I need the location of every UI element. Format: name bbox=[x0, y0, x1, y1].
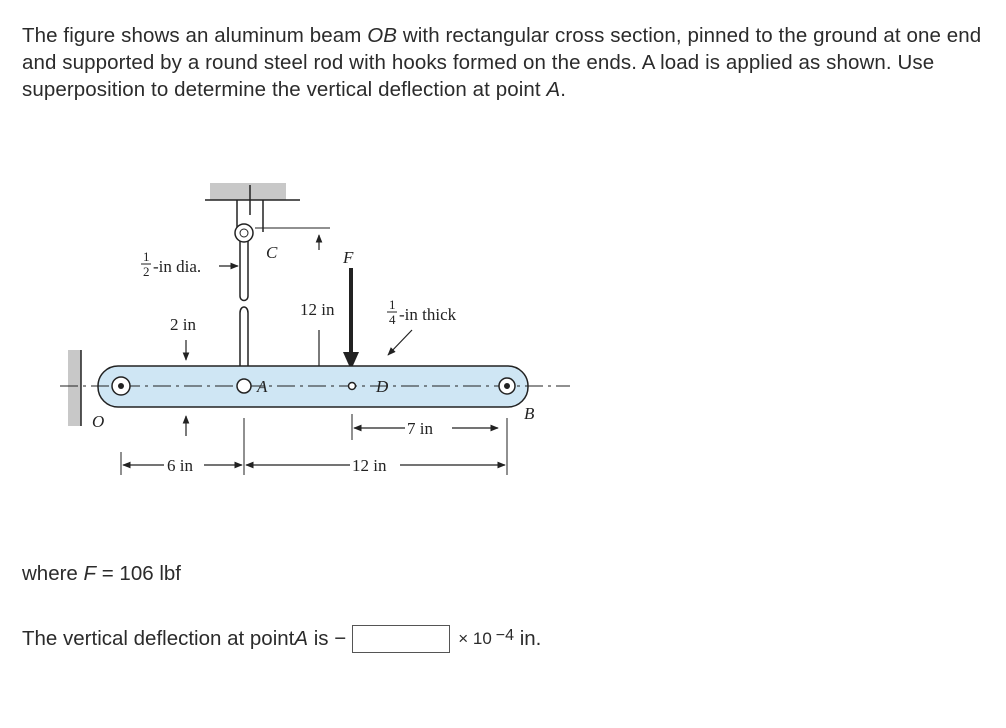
label-c: C bbox=[266, 243, 278, 262]
pin-b-center bbox=[504, 383, 510, 389]
label-b: B bbox=[524, 404, 535, 423]
ground-top bbox=[210, 183, 286, 200]
dim-6in: 6 in bbox=[167, 456, 193, 475]
top-pin-inner bbox=[239, 228, 249, 238]
problem-text-part: with rectangular cross section, pinned t… bbox=[22, 24, 982, 101]
problem-text-part: . bbox=[560, 78, 567, 101]
point-d bbox=[347, 381, 357, 391]
label-f: F bbox=[342, 248, 354, 267]
dim-12in-horizontal: 12 in bbox=[352, 456, 387, 475]
label-d: D bbox=[375, 377, 389, 396]
thick-frac-den: 4 bbox=[389, 312, 396, 327]
answer-suffix: is − bbox=[308, 627, 347, 650]
exponent: −4 bbox=[495, 627, 515, 644]
top-pin bbox=[234, 223, 254, 243]
dim-7in: 7 in bbox=[407, 419, 433, 438]
thick-label: -in thick bbox=[399, 305, 457, 324]
answer-input[interactable] bbox=[352, 625, 451, 653]
rod-dia-label: -in dia. bbox=[153, 257, 201, 276]
given-force: where F = 106 lbf bbox=[22, 562, 181, 586]
hook-a bbox=[236, 378, 252, 394]
where-var: F bbox=[83, 562, 97, 585]
thick-arrow bbox=[387, 329, 413, 356]
rod-dia-frac-num: 1 bbox=[143, 249, 150, 264]
where-prefix: where bbox=[22, 562, 84, 585]
beam-name: OB bbox=[367, 24, 398, 47]
answer-prefix: The vertical deflection at point bbox=[22, 627, 295, 650]
rod-dia-frac-den: 2 bbox=[143, 264, 150, 279]
label-a: A bbox=[256, 377, 268, 396]
problem-text: The figure shows an aluminum beam OB wit… bbox=[22, 22, 982, 103]
times-ten: × 10 bbox=[458, 629, 492, 648]
where-value: = 106 lbf bbox=[96, 562, 181, 585]
unit: in. bbox=[514, 627, 542, 650]
ground-left bbox=[68, 350, 81, 426]
problem-text-part: The figure shows an aluminum beam bbox=[22, 24, 368, 47]
dim-2in: 2 in bbox=[170, 315, 196, 334]
answer-var: A bbox=[294, 627, 309, 650]
point-name: A bbox=[546, 78, 561, 101]
force-f-arrowhead bbox=[343, 352, 359, 370]
answer-line: The vertical deflection at point A is − … bbox=[22, 625, 541, 653]
steel-rod bbox=[239, 241, 249, 302]
problem-statement: The figure shows an aluminum beam OB wit… bbox=[22, 22, 982, 103]
label-o: O bbox=[92, 412, 104, 431]
pin-o-center bbox=[118, 383, 124, 389]
thick-frac-num: 1 bbox=[389, 297, 396, 312]
dim-12in-vertical: 12 in bbox=[300, 300, 335, 319]
